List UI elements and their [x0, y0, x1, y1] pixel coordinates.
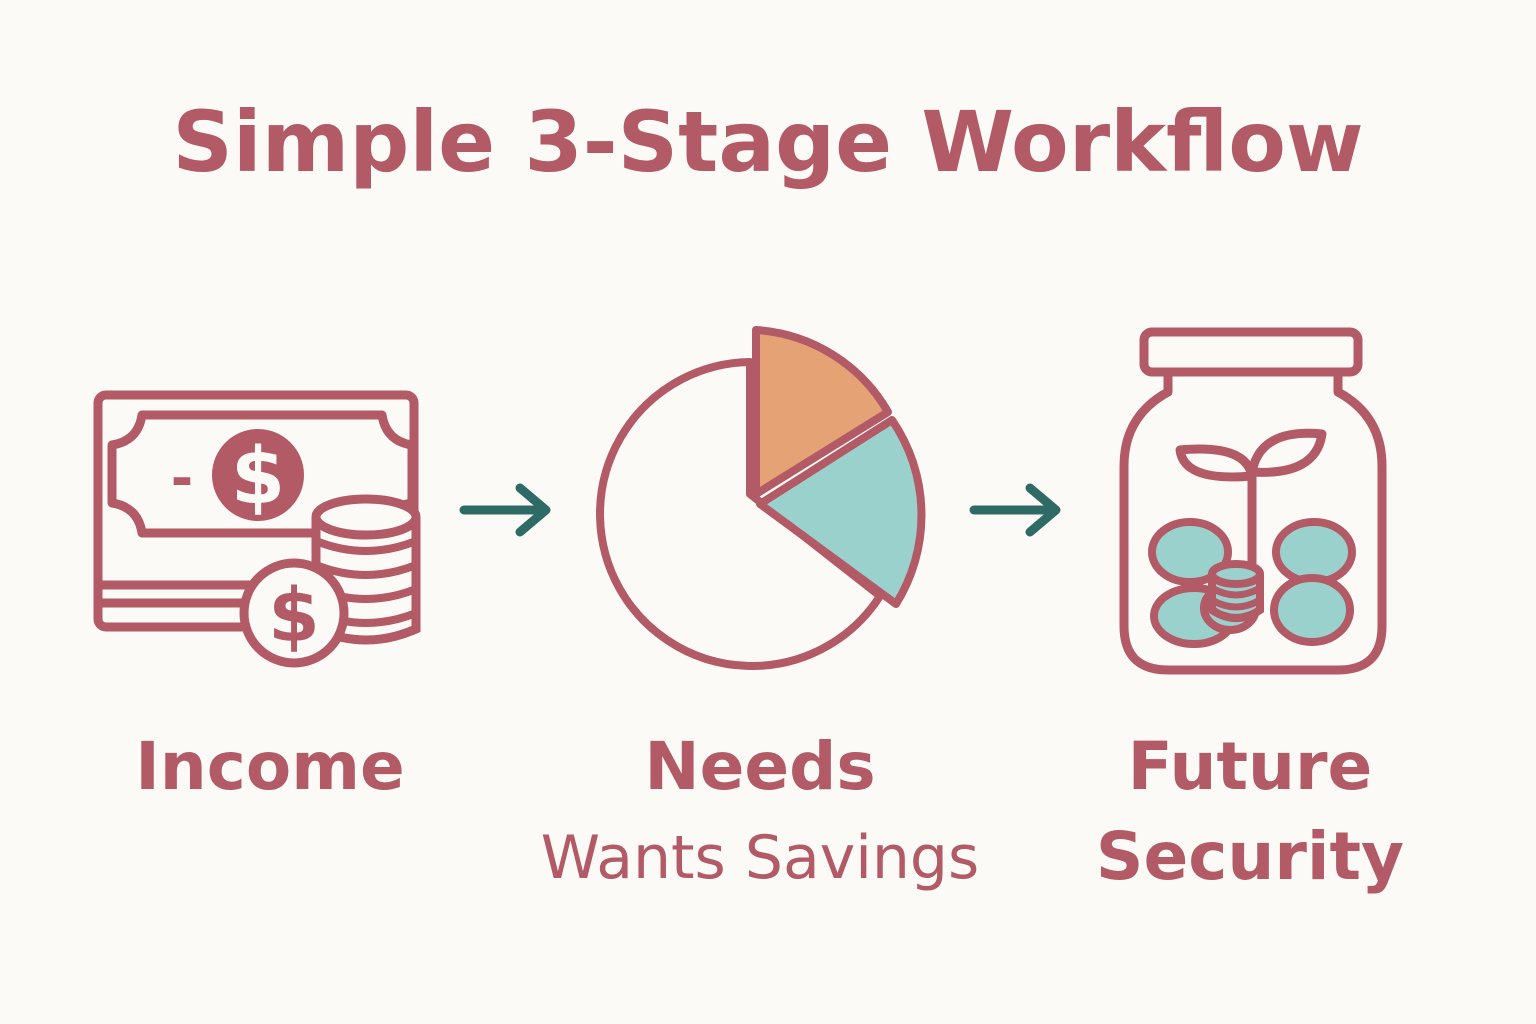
bill-minus-sign: - [171, 447, 193, 510]
page-title: Simple 3-Stage Workflow [172, 93, 1364, 191]
pie-chart-icon [588, 322, 936, 674]
stage-label-security: Security [1095, 818, 1405, 895]
savings-jar-icon [1118, 326, 1388, 678]
arrow-right-icon [458, 480, 554, 540]
bill-dollar-sign: $ [231, 432, 285, 522]
stage-label-future: Future [1127, 728, 1373, 805]
money-icon: $ - $ [90, 385, 430, 675]
stage-label-needs: Needs [644, 728, 876, 805]
stage-label-income: Income [135, 728, 405, 805]
stage-sublabel-wants-savings: Wants Savings [540, 823, 980, 893]
arrow-right-icon [968, 480, 1064, 540]
coin-dollar-sign: $ [268, 573, 320, 659]
